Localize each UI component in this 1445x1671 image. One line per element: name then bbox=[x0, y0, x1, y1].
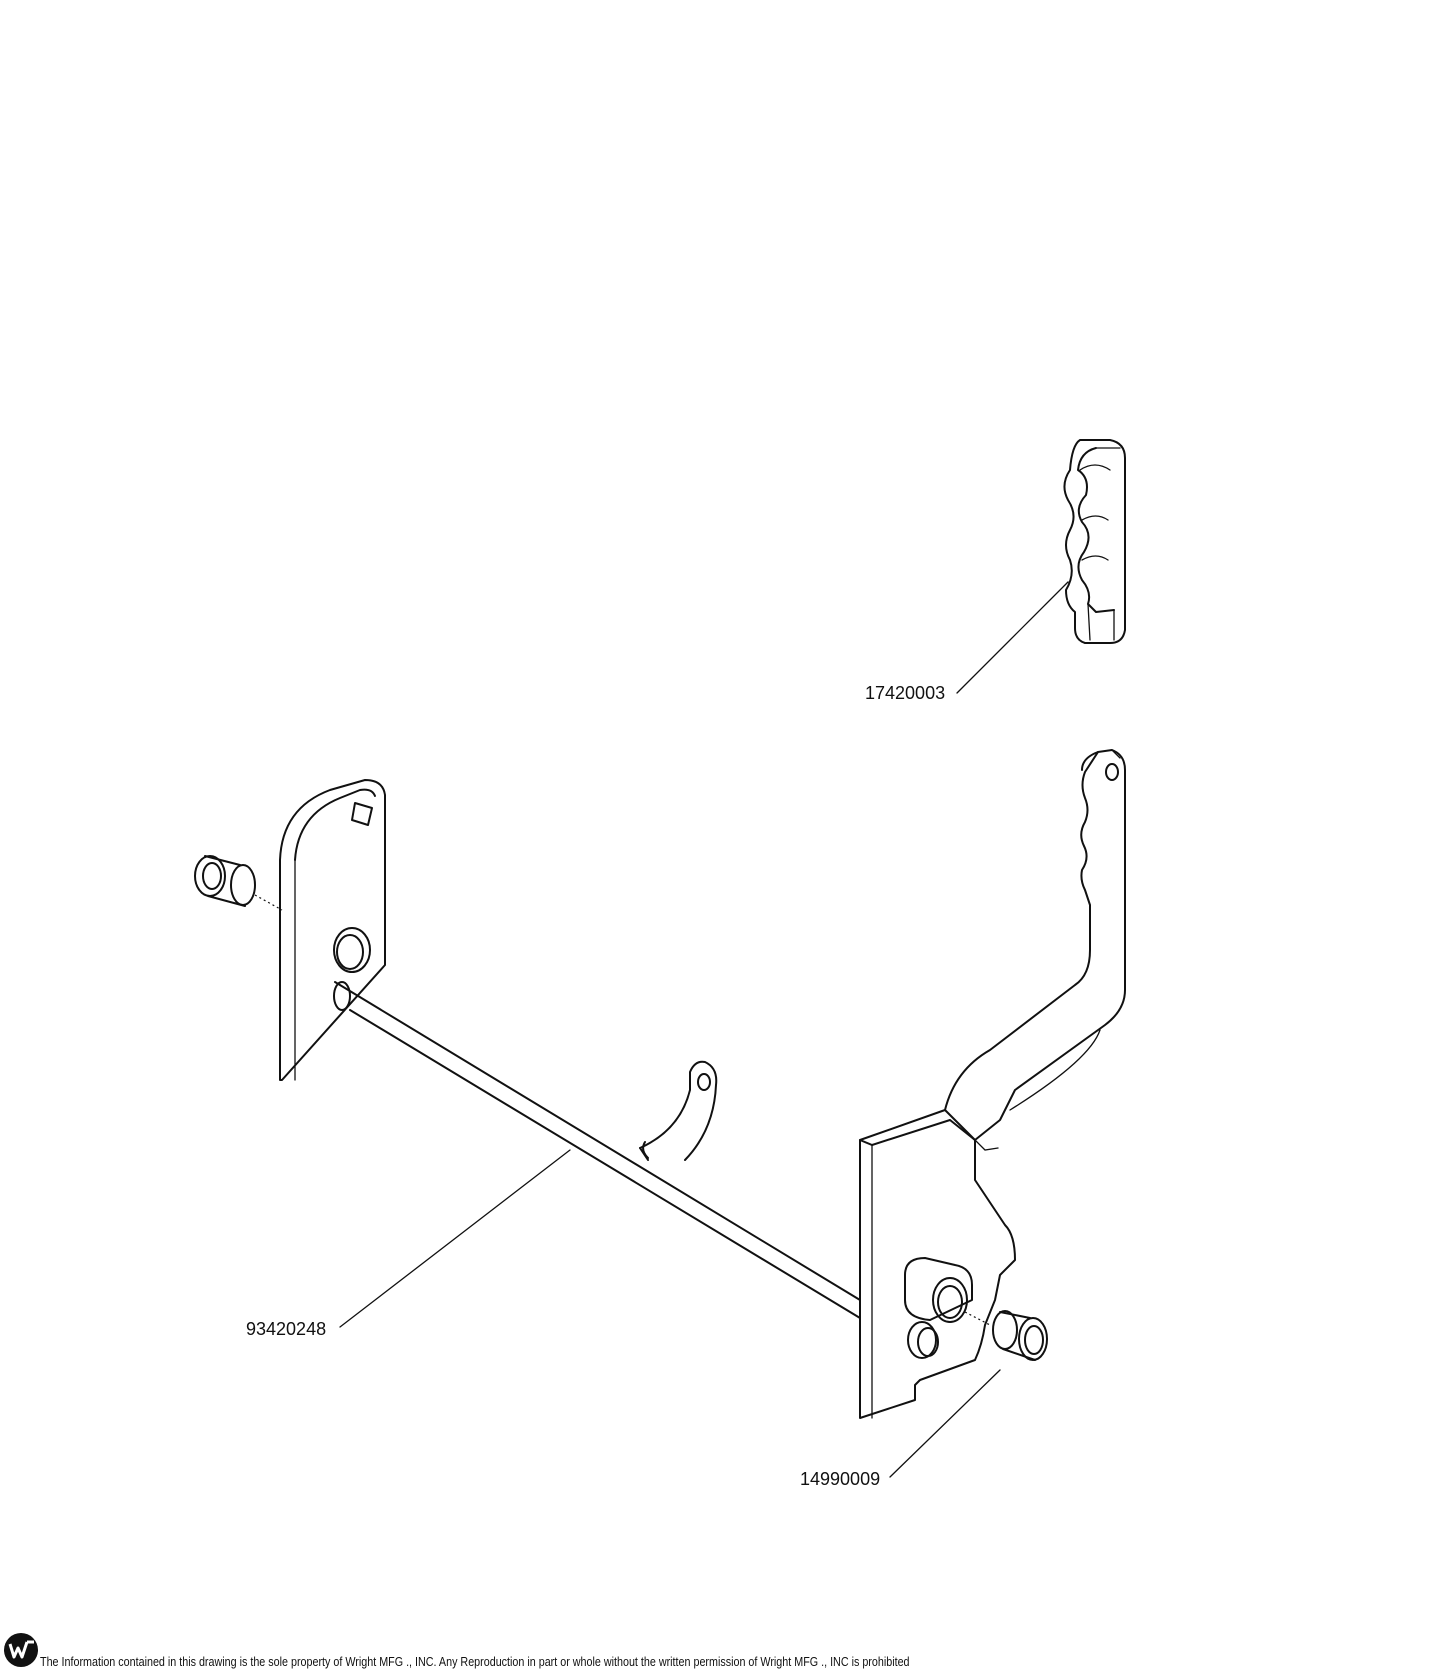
lever-arm bbox=[944, 749, 1126, 1151]
grip-handle bbox=[1063, 439, 1126, 644]
callout-grip: 17420003 bbox=[865, 683, 945, 703]
leader-bushing bbox=[889, 1369, 1001, 1478]
left-bushing bbox=[194, 855, 283, 911]
right-bushing bbox=[992, 1310, 1048, 1361]
callout-shaft: 93420248 bbox=[246, 1319, 326, 1339]
leader-grip bbox=[956, 581, 1069, 694]
copyright-notice: The Information contained in this drawin… bbox=[40, 1655, 910, 1669]
wright-logo-icon bbox=[4, 1633, 38, 1667]
leader-shaft bbox=[339, 1149, 571, 1328]
callout-bushing: 14990009 bbox=[800, 1469, 880, 1489]
right-plate bbox=[859, 1109, 1016, 1419]
shaft bbox=[333, 981, 861, 1319]
left-plate bbox=[279, 779, 386, 1081]
